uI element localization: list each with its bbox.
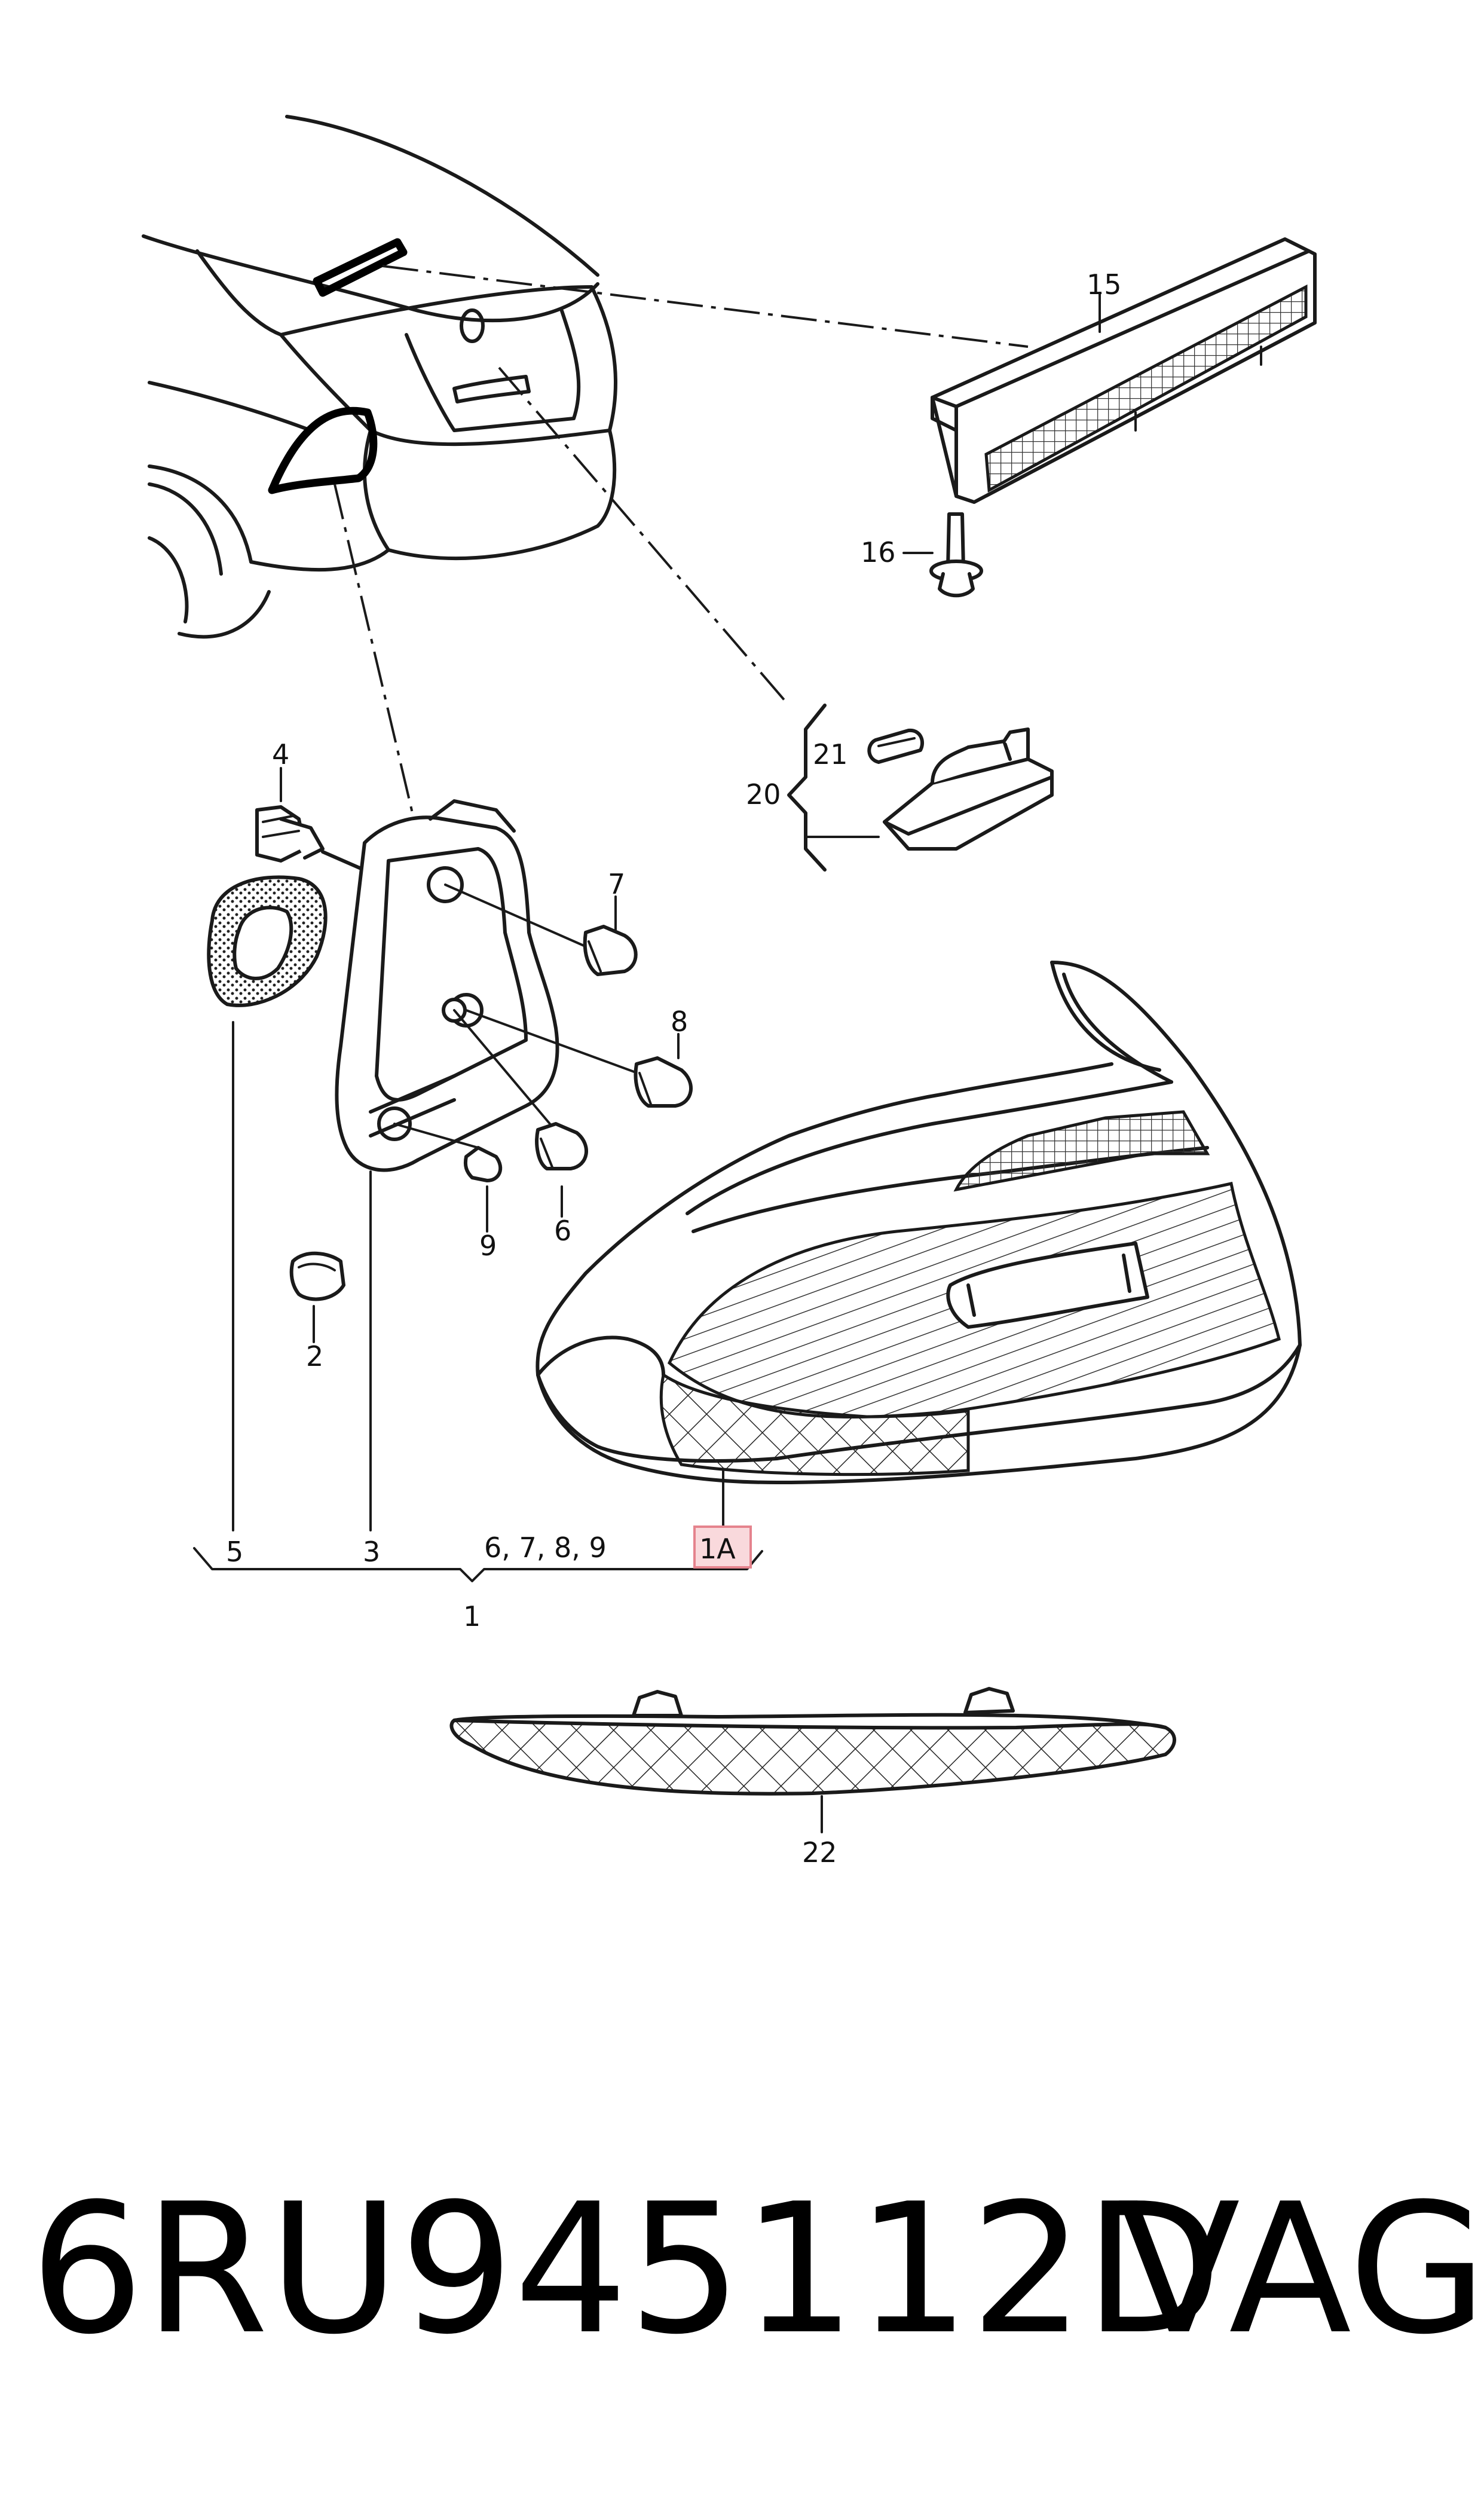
leader-tail-light — [333, 484, 414, 814]
part-7-bulb — [583, 925, 638, 976]
callout-15: 15 — [1087, 268, 1122, 301]
callout-2: 2 — [306, 1340, 323, 1372]
part-4-bulb-socket — [255, 805, 372, 875]
callout-22: 22 — [802, 1836, 837, 1869]
callout-21: 21 — [813, 738, 848, 771]
part-6-bulb — [535, 1122, 588, 1170]
part-22-reflector — [449, 1687, 1176, 1796]
brand-label: VAG — [1118, 2165, 1484, 2374]
leader-plate-light — [498, 366, 790, 707]
bracket-1 — [193, 1547, 763, 1582]
part-16-clip — [929, 512, 983, 598]
part-5-gasket — [207, 875, 328, 1007]
callout-1: 1 — [463, 1600, 481, 1633]
bracket-20 — [787, 704, 827, 872]
part-number: 6RU945112D — [30, 2165, 1222, 2374]
leader-third-brake-light — [382, 265, 1029, 348]
callout-7: 7 — [608, 868, 625, 900]
part-2-grommet — [289, 1251, 345, 1301]
callout-1a: 1A — [699, 1533, 736, 1565]
callout-5: 5 — [226, 1536, 243, 1568]
callout-6: 6 — [554, 1215, 571, 1247]
callout-6-7-8-9: 6, 7, 8, 9 — [484, 1531, 607, 1564]
callout-16: 16 — [861, 536, 896, 568]
callout-1a-highlight — [693, 1526, 752, 1569]
car-rear-view — [142, 115, 617, 639]
part-20-plate-light — [883, 727, 1054, 851]
part-9-bulb — [463, 1146, 503, 1182]
callout-3: 3 — [363, 1536, 380, 1568]
part-8-bulb — [634, 1056, 693, 1108]
part-21-bulb — [867, 728, 925, 764]
callout-20: 20 — [746, 778, 781, 811]
part-3-bulb-carrier — [335, 799, 559, 1172]
callout-8: 8 — [671, 1005, 688, 1038]
callout-4: 4 — [272, 738, 289, 771]
part-1-tail-light — [536, 961, 1302, 1484]
callout-9: 9 — [479, 1230, 497, 1262]
part-15-third-brake-light — [931, 237, 1317, 504]
